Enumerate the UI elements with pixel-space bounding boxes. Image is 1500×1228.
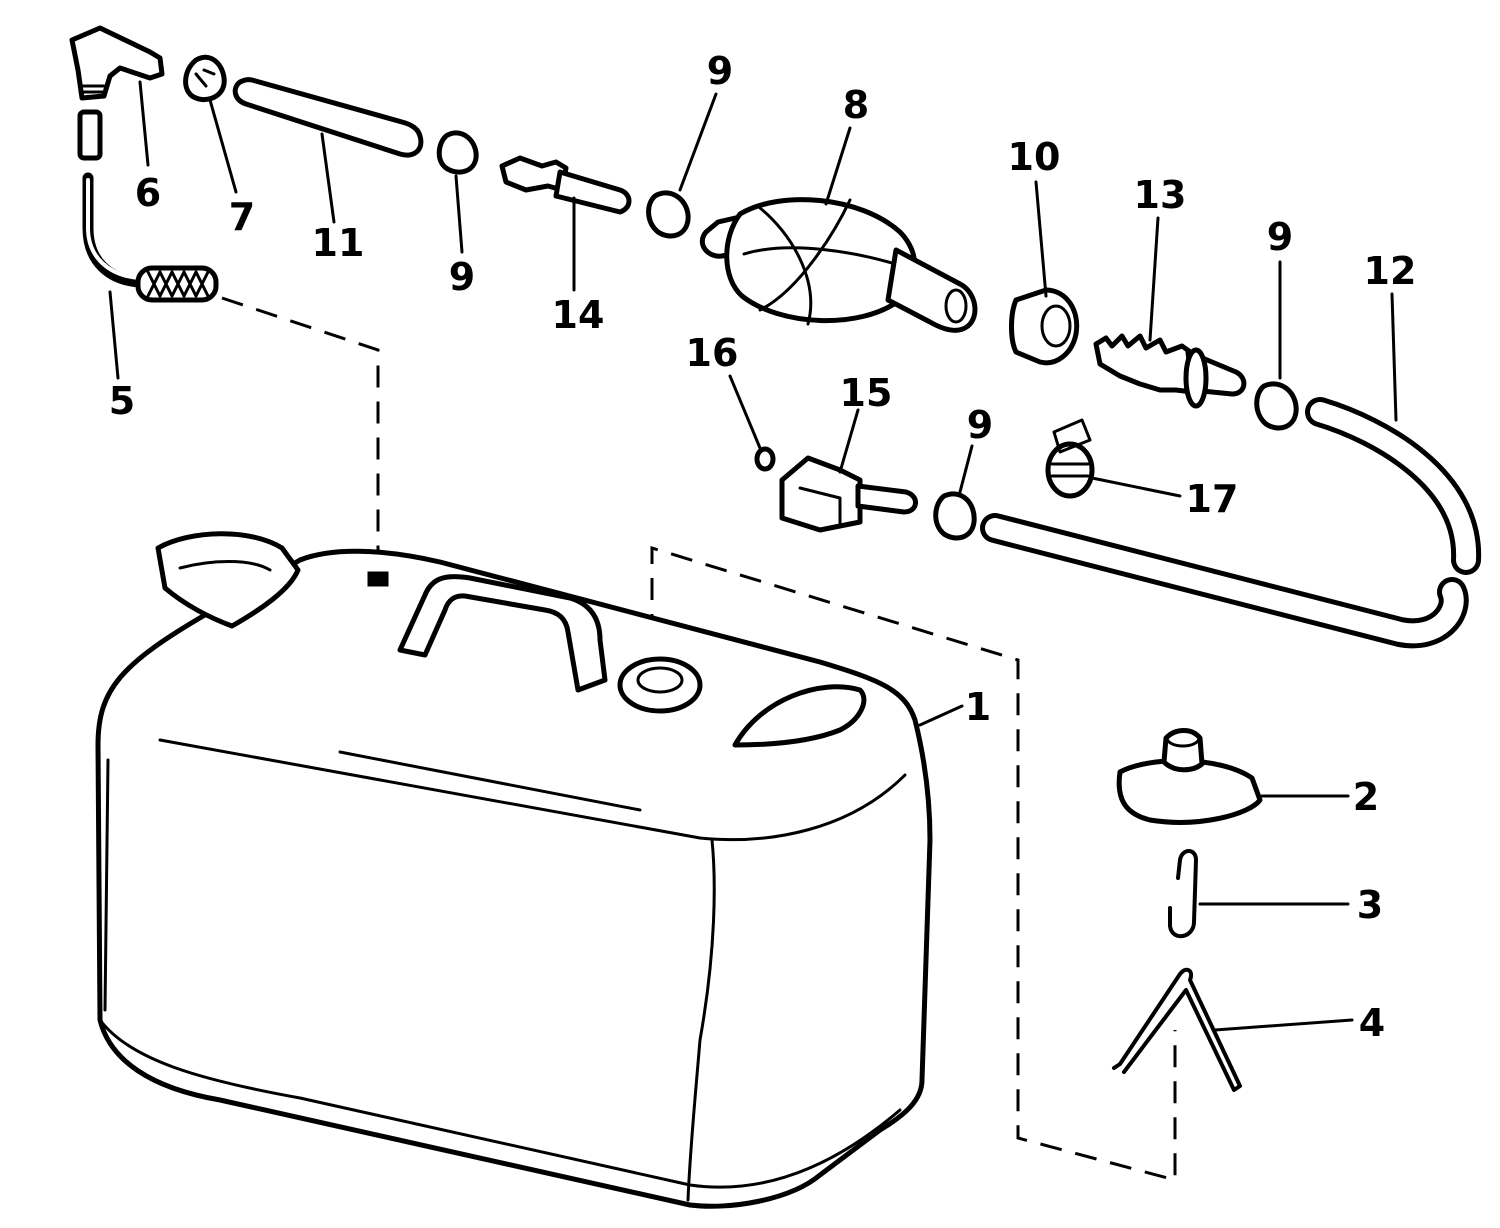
clip-9-center (646, 190, 691, 239)
fuel-tank (95, 531, 933, 1209)
callout-13: 13 (1134, 173, 1187, 217)
elbow-fitting (69, 25, 165, 101)
wire-spring (1112, 967, 1242, 1092)
primer-bulb-outlet-opening (944, 288, 968, 324)
tank-vent-fitting (367, 571, 389, 587)
tank-filler-opening (636, 666, 684, 694)
callout-6: 6 (135, 171, 161, 215)
leader-6 (138, 80, 150, 167)
pickup-tube-core (86, 178, 142, 280)
fitting-13-threads (1093, 333, 1199, 395)
nut-10 (1009, 287, 1080, 366)
callout-17: 17 (1186, 477, 1239, 521)
connector-15 (779, 455, 918, 533)
tank-filler-ring (617, 656, 703, 714)
pickup-filter-mesh (146, 270, 210, 298)
leader-8 (824, 126, 852, 206)
hose-12-lower-fill (985, 518, 1464, 644)
clip-7 (183, 55, 227, 102)
leader-5 (108, 290, 120, 380)
nut-10-bore (1040, 304, 1072, 348)
primer-bulb-rib-1 (758, 206, 813, 326)
tank-left-handle-inner (178, 560, 272, 572)
leader-10 (1034, 180, 1048, 298)
tank-top-edge (158, 738, 907, 842)
tank-top-crease (338, 750, 642, 812)
callout-15: 15 (840, 371, 893, 415)
tank-body (95, 548, 933, 1209)
callout-7: 7 (229, 195, 255, 239)
tank-right-handle-grip (732, 684, 867, 748)
primer-bulb (699, 197, 978, 333)
clip-9-lower (933, 491, 977, 541)
primer-bulb-outlet (885, 247, 978, 333)
tank-carry-handle (397, 574, 608, 693)
fitting-13 (1093, 333, 1247, 409)
tube-connector (77, 109, 103, 161)
connector-14-body (553, 169, 632, 215)
leader-9b (678, 92, 718, 192)
callout-8: 8 (843, 83, 869, 127)
clip-9-right (1254, 381, 1299, 431)
primer-bulb-rib-3 (742, 246, 910, 270)
dashed-line-cap-assembly (650, 545, 1177, 1182)
leader-4 (1213, 1018, 1354, 1032)
leader-7 (208, 98, 238, 194)
leader-lines (108, 80, 1398, 1032)
callout-2: 2 (1353, 775, 1379, 819)
callout-11: 11 (312, 221, 365, 265)
elbow-threads (78, 84, 106, 94)
hose-clamp-17 (1045, 418, 1095, 499)
tank-left-handle-grip (155, 531, 301, 629)
hook (1168, 849, 1198, 938)
callout-16: 16 (686, 331, 739, 375)
tank-bottom-seam (98, 1018, 902, 1189)
hose-clamp-band (1045, 441, 1095, 499)
callout-9-left: 9 (449, 255, 475, 299)
callout-4: 4 (1359, 1001, 1385, 1045)
leader-15 (838, 408, 860, 474)
leader-17 (1090, 476, 1182, 498)
connector-15-stem (855, 483, 918, 515)
leader-12 (1390, 292, 1398, 422)
callout-10: 10 (1008, 135, 1061, 179)
callout-3: 3 (1357, 883, 1383, 927)
leader-9c (958, 444, 974, 494)
clip-9-left (436, 130, 479, 175)
o-ring-16 (754, 446, 776, 472)
callout-9-lower: 9 (967, 403, 993, 447)
leader-13 (1148, 216, 1160, 342)
fuel-hose-12 (980, 397, 1482, 649)
callout-1: 1 (965, 685, 991, 729)
leader-1 (918, 704, 964, 727)
callout-12: 12 (1364, 249, 1417, 293)
hose-clamp-screw (1052, 418, 1092, 454)
dashed-line-pickup-to-tank (221, 296, 380, 568)
connector-fitting-14 (499, 155, 632, 215)
callout-labels: 1 2 3 4 5 6 7 8 9 9 9 9 10 11 12 13 14 1… (109, 49, 1417, 1045)
leader-16 (728, 374, 762, 450)
leader-11 (320, 132, 336, 224)
callout-9-right: 9 (1267, 215, 1293, 259)
clip-7-detail (194, 68, 216, 88)
callout-14: 14 (552, 293, 605, 337)
tank-front-edge (686, 838, 716, 1202)
callout-5: 5 (109, 379, 135, 423)
pickup-tube-with-filter (82, 172, 219, 303)
nut-10-body (1009, 287, 1080, 366)
primer-bulb-rib-2 (758, 198, 852, 312)
hose-12-upper-fill (1310, 402, 1477, 570)
hose-clamp-slots (1050, 462, 1090, 478)
filler-cap-knob-top (1165, 728, 1201, 748)
filler-cap-knob (1161, 728, 1205, 773)
hose-11 (232, 77, 424, 158)
leader-9a (454, 174, 464, 254)
connector-15-latch (798, 486, 842, 526)
fitting-13-flange (1183, 347, 1209, 409)
tank-side-highlight (103, 758, 110, 1012)
filler-cap (1116, 728, 1263, 825)
callout-9-center: 9 (707, 49, 733, 93)
